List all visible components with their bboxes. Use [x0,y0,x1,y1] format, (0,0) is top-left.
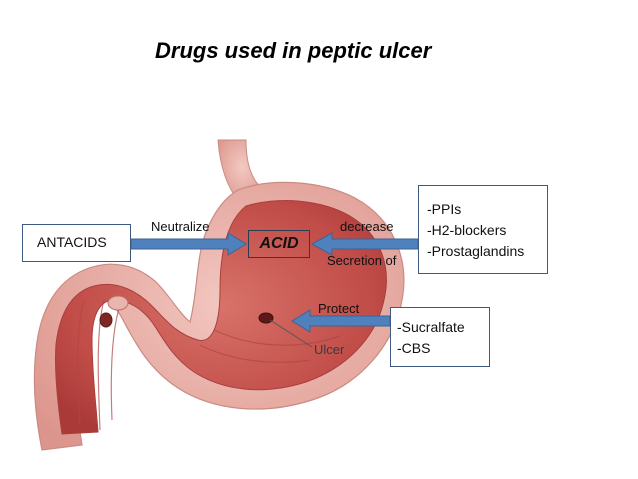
acid-suppressant-drugs-box: -PPIs -H2-blockers -Prostaglandins [418,185,548,274]
ulcer-pointer-line [269,319,313,348]
stomach-folds [77,299,341,431]
ulcer-label: Ulcer [314,342,345,357]
drug-item: -Sucralfate [397,319,465,335]
drug-item: -PPIs [427,201,462,217]
neutralize-label: Neutralize [151,219,210,234]
decrease-label: decrease [340,219,394,234]
antacids-label: ANTACIDS [37,234,107,250]
acid-box: ACID [248,230,310,258]
secretion-of-label: Secretion of [327,253,397,268]
stomach-lumen-shape [54,200,387,435]
page-title: Drugs used in peptic ulcer [155,38,432,63]
antacids-box: ANTACIDS [22,224,131,262]
acid-label: ACID [259,235,299,252]
drug-item: -Prostaglandins [427,243,525,259]
drug-item: -CBS [397,340,431,356]
protect-arrow [291,309,391,333]
decrease-secretion-arrow [310,232,419,256]
neutralize-arrow [130,232,247,256]
pylorus-ring [107,295,129,311]
protective-drugs-box: -Sucralfate -CBS [390,307,490,367]
duodenal-lesion [99,312,113,328]
drug-item: -H2-blockers [427,222,507,238]
ulcer-crater [258,312,274,324]
protect-label: Protect [318,301,360,316]
